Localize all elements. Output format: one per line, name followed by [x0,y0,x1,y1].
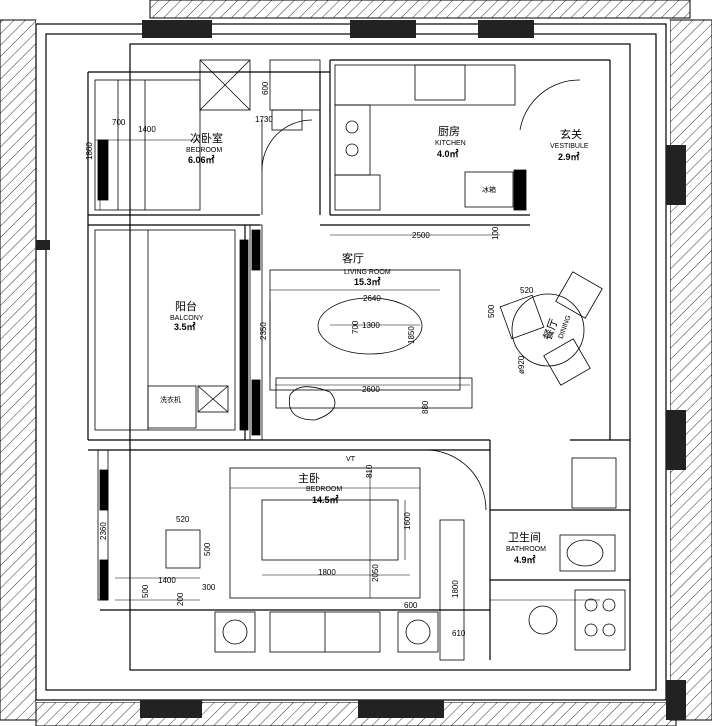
living-area: 15.3㎡ [354,276,381,287]
dim-1800b: 1800 [451,580,460,598]
washer-label: 洗衣机 [160,395,181,404]
bathroom-area: 4.9㎡ [514,554,536,565]
vestibule-cn: 玄关 [560,127,582,141]
dim-520: 520 [520,286,534,295]
dim-1400: 1400 [138,125,156,134]
dim-920: ø920 [517,355,526,374]
kitchen-furniture [334,64,581,211]
windows [36,20,686,720]
dim-500c: 500 [203,542,212,556]
bathroom-en: BATHROOM [506,546,546,553]
bathroom-cn: 卫生间 [508,530,541,544]
living-furniture [249,224,473,441]
bedroom-furniture [94,59,321,215]
balcony-area: 3.5㎡ [174,321,196,332]
dining-furniture [499,271,603,386]
dim-520b: 520 [176,515,190,524]
dim-600b: 600 [404,601,418,610]
bathroom-fixtures [528,457,626,651]
dim-880: 880 [421,400,430,414]
bedroom-en: BEDROOM [186,147,222,154]
living-en: LIVING ROOM [344,269,391,276]
dim-700: 700 [112,118,126,127]
dim-200: 200 [176,592,185,606]
living-cn: 客厅 [342,251,364,265]
vt-label: VT [346,455,356,463]
dim-1400b: 1400 [158,576,176,585]
kitchen-cn: 厨房 [438,125,460,138]
dim-1300: 1300 [362,321,380,330]
master-cn: 主卧 [298,472,320,485]
master-area: 14.5㎡ [312,494,339,505]
room-labels: 次卧室 BEDROOM 6.06㎡ 厨房 KITCHEN 4.0㎡ 玄关 VES… [160,125,589,565]
vestibule-area: 2.9㎡ [558,151,580,162]
dim-1730: 1730 [255,115,273,124]
balcony-en: BALCONY [170,315,204,322]
kitchen-area: 4.0㎡ [437,148,459,159]
bedroom-cn: 次卧室 [190,131,223,145]
dim-700b: 700 [351,320,360,334]
dimension-lines [95,139,600,601]
kitchen-en: KITCHEN [435,140,466,147]
dimension-texts: 700 1400 1860 600 1730 2500 100 2640 130… [85,81,534,638]
dim-1850: 1850 [407,326,416,344]
dim-2600: 2600 [362,385,380,394]
master-en: BEDROOM [306,486,342,493]
master-furniture [97,449,487,661]
dim-2360: 2360 [99,522,108,540]
dim-2350: 2350 [259,322,268,340]
dim-2640: 2640 [363,294,381,303]
dim-100: 100 [491,226,500,240]
dim-500d: 500 [141,584,150,598]
balcony-cn: 阳台 [175,299,197,313]
balcony-furniture [94,229,249,431]
vestibule-en: VESTIBULE [550,143,589,150]
dim-2500: 2500 [412,231,430,240]
dim-1860: 1860 [85,142,94,160]
fridge-label: 冰箱 [482,185,496,194]
dim-1800: 1800 [318,568,336,577]
dim-300: 300 [202,583,216,592]
dim-2050: 2050 [371,564,380,582]
dim-500: 500 [487,304,496,318]
dim-600: 600 [261,81,270,95]
dim-810: 810 [365,464,374,478]
dim-1600: 1600 [403,512,412,530]
dim-610: 610 [452,629,466,638]
bedroom-area: 6.06㎡ [188,154,215,165]
